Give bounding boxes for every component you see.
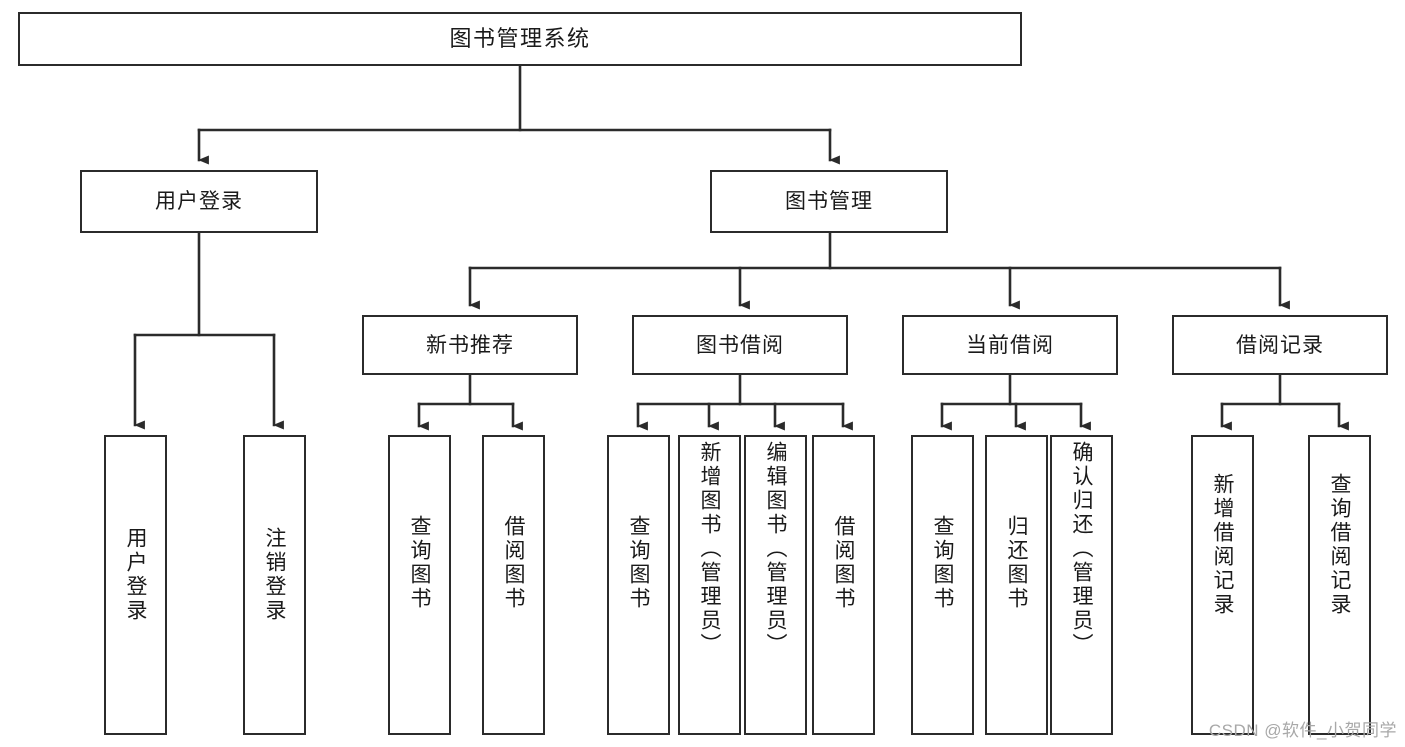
leaf-user-logout[interactable]: 注销登录: [243, 435, 306, 735]
node-current-borrow-label: 当前借阅: [966, 333, 1054, 357]
leaf-add-book[interactable]: 新增图书（管理员）: [678, 435, 741, 735]
node-book-manage[interactable]: 图书管理: [710, 170, 948, 233]
node-root[interactable]: 图书管理系统: [18, 12, 1022, 66]
node-book-borrow[interactable]: 图书借阅: [632, 315, 848, 375]
node-user-login[interactable]: 用户登录: [80, 170, 318, 233]
leaf-user-logout-label: 注销登录: [263, 527, 286, 623]
leaf-borrow-book-2[interactable]: 借阅图书: [812, 435, 875, 735]
leaf-query-book-1-label: 查询图书: [408, 515, 431, 611]
leaf-add-book-label: 新增图书（管理员）: [698, 441, 721, 657]
leaf-add-record-label: 新增借阅记录: [1211, 473, 1234, 617]
node-new-book-recommend-label: 新书推荐: [426, 333, 514, 357]
leaf-user-login-label: 用户登录: [124, 527, 147, 623]
leaf-query-book-1[interactable]: 查询图书: [388, 435, 451, 735]
leaf-return-book[interactable]: 归还图书: [985, 435, 1048, 735]
leaf-edit-book[interactable]: 编辑图书（管理员）: [744, 435, 807, 735]
node-user-login-label: 用户登录: [155, 190, 243, 213]
leaf-query-book-2[interactable]: 查询图书: [607, 435, 670, 735]
leaf-return-book-label: 归还图书: [1005, 515, 1028, 611]
leaf-borrow-book-2-label: 借阅图书: [832, 515, 855, 611]
leaf-confirm-return-label: 确认归还（管理员）: [1070, 441, 1093, 657]
node-borrow-record-label: 借阅记录: [1236, 333, 1324, 357]
node-new-book-recommend[interactable]: 新书推荐: [362, 315, 578, 375]
node-book-borrow-label: 图书借阅: [696, 333, 784, 357]
leaf-query-book-3[interactable]: 查询图书: [911, 435, 974, 735]
leaf-query-book-2-label: 查询图书: [627, 515, 650, 611]
csdn-watermark: CSDN @软件_小贺同学: [1208, 721, 1397, 740]
leaf-add-record[interactable]: 新增借阅记录: [1191, 435, 1254, 735]
node-root-label: 图书管理系统: [449, 26, 591, 51]
node-current-borrow[interactable]: 当前借阅: [902, 315, 1118, 375]
node-book-manage-label: 图书管理: [785, 190, 873, 213]
node-borrow-record[interactable]: 借阅记录: [1172, 315, 1388, 375]
leaf-borrow-book-1[interactable]: 借阅图书: [482, 435, 545, 735]
leaf-query-record-label: 查询借阅记录: [1328, 473, 1351, 617]
leaf-query-record[interactable]: 查询借阅记录: [1308, 435, 1371, 735]
leaf-user-login[interactable]: 用户登录: [104, 435, 167, 735]
leaf-confirm-return[interactable]: 确认归还（管理员）: [1050, 435, 1113, 735]
leaf-query-book-3-label: 查询图书: [931, 515, 954, 611]
leaf-edit-book-label: 编辑图书（管理员）: [764, 441, 787, 657]
leaf-borrow-book-1-label: 借阅图书: [502, 515, 525, 611]
